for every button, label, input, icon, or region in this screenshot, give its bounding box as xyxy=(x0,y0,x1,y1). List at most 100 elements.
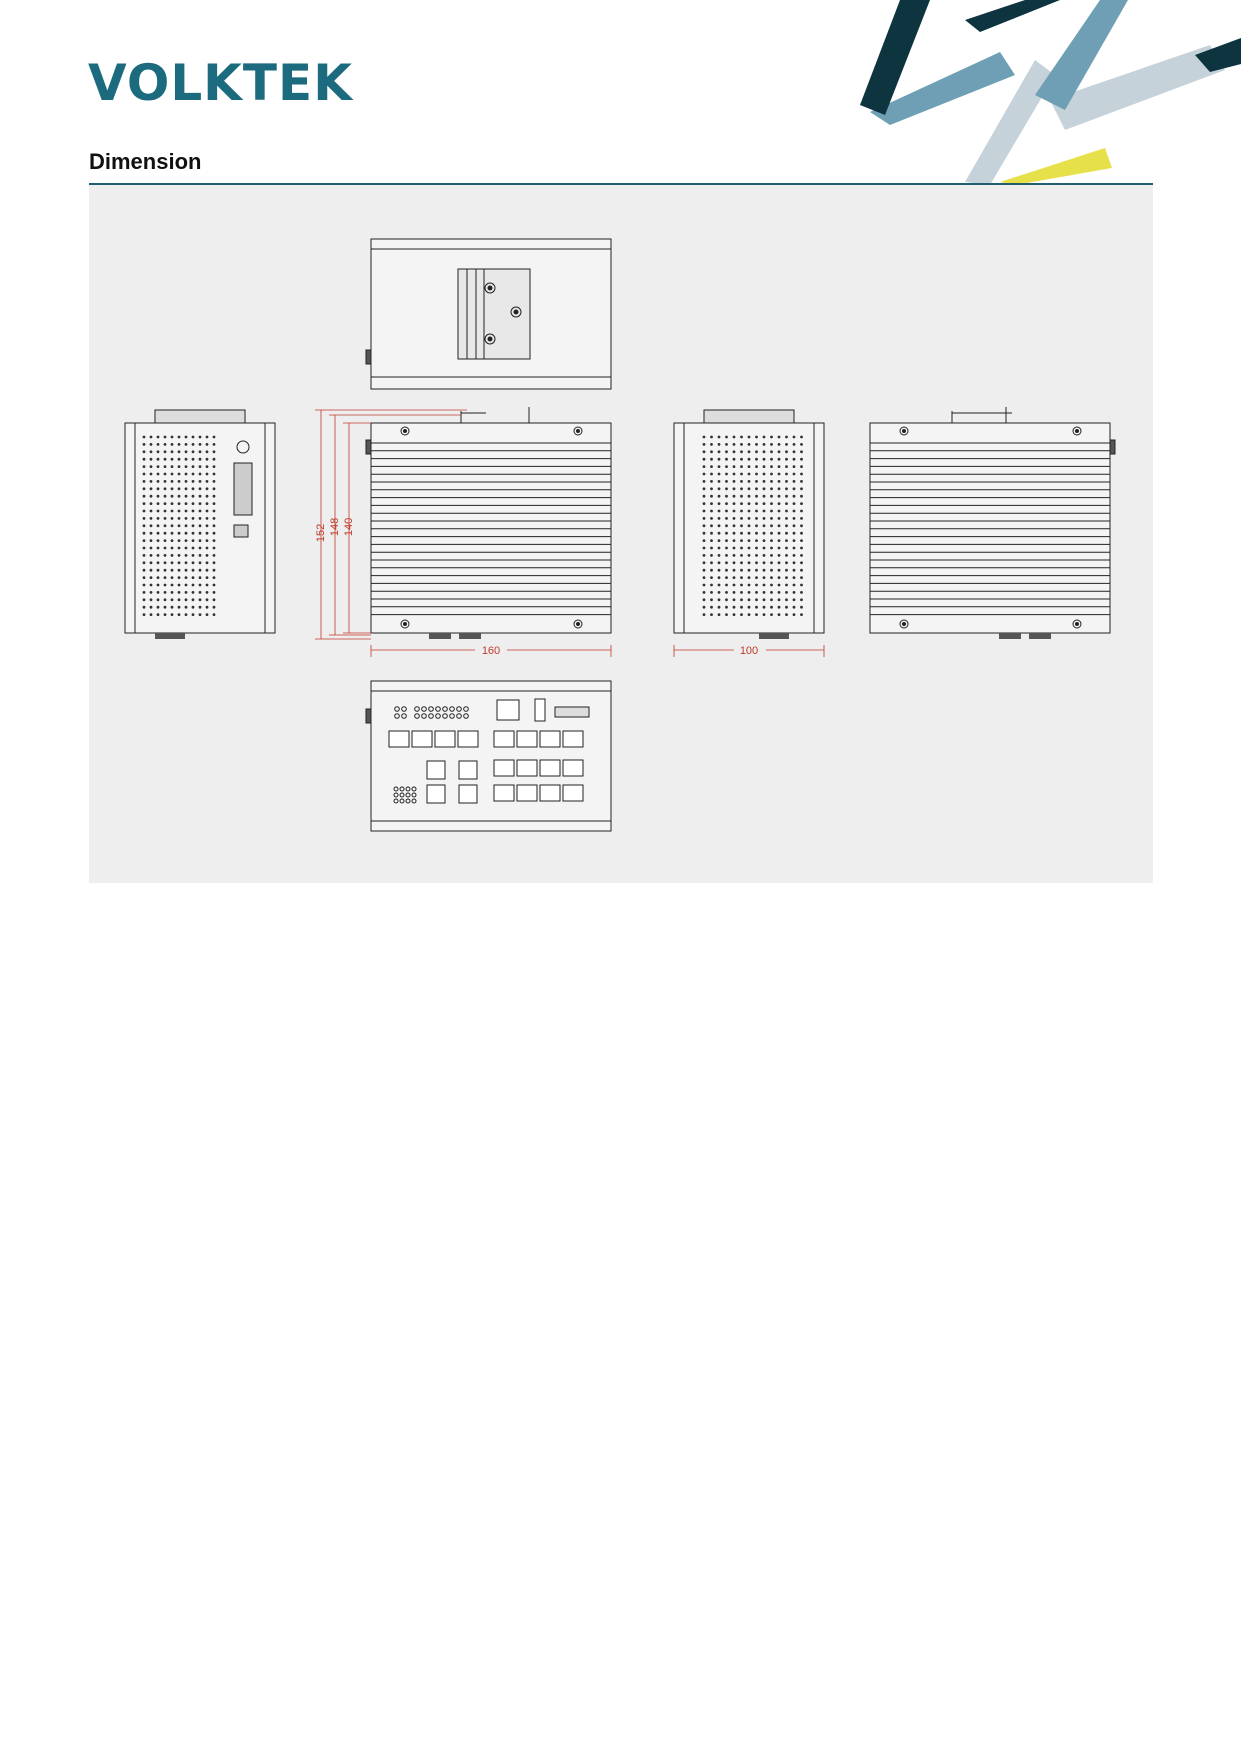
vent-hole xyxy=(149,480,153,483)
vent-hole xyxy=(142,435,146,439)
vent-hole xyxy=(163,591,167,594)
vent-hole xyxy=(732,576,736,579)
vent-hole xyxy=(740,450,743,454)
vent-hole xyxy=(777,472,781,476)
vent-hole xyxy=(191,524,195,528)
vent-hole xyxy=(785,554,788,557)
vent-hole xyxy=(163,494,167,498)
vent-hole xyxy=(198,443,202,446)
vent-hole xyxy=(142,443,146,446)
vent-hole xyxy=(177,546,181,550)
vent-hole xyxy=(163,605,167,609)
vent-hole xyxy=(198,435,202,439)
vent-hole xyxy=(702,531,706,535)
vent-hole xyxy=(702,465,706,468)
vent-hole xyxy=(149,450,153,454)
vent-hole xyxy=(170,472,174,476)
vent-hole xyxy=(212,531,216,535)
vent-hole xyxy=(177,568,181,572)
vent-hole xyxy=(762,502,766,505)
vent-hole xyxy=(755,517,758,520)
vent-hole xyxy=(732,531,736,535)
vent-hole xyxy=(800,613,803,616)
vent-hole xyxy=(156,502,160,505)
vent-hole xyxy=(755,502,758,505)
vent-hole xyxy=(777,591,781,594)
vent-hole xyxy=(755,539,758,542)
vent-hole xyxy=(717,465,721,468)
vent-hole xyxy=(184,517,188,520)
vent-hole xyxy=(740,465,743,468)
vent-hole xyxy=(800,480,803,483)
vent-hole xyxy=(785,531,788,535)
vent-hole xyxy=(747,531,751,535)
vent-hole xyxy=(785,494,788,498)
vent-hole xyxy=(702,494,706,498)
vent-hole xyxy=(177,487,181,491)
vent-hole xyxy=(156,472,160,476)
vent-hole xyxy=(702,472,706,476)
vent-hole xyxy=(762,613,766,616)
vent-hole xyxy=(725,568,728,572)
vent-hole xyxy=(212,494,216,498)
vent-hole xyxy=(212,605,216,609)
vent-hole xyxy=(142,494,146,498)
vent-hole xyxy=(170,465,174,468)
vent-hole xyxy=(762,443,766,446)
vent-hole xyxy=(702,539,706,542)
vent-hole xyxy=(770,472,773,476)
led-icon xyxy=(414,713,420,719)
screw-icon xyxy=(484,282,496,294)
vent-hole xyxy=(717,554,721,557)
vent-hole xyxy=(792,457,796,461)
vent-hole xyxy=(792,517,796,520)
vent-hole xyxy=(184,465,188,468)
vent-hole xyxy=(212,568,216,572)
vent-hole xyxy=(800,568,803,572)
vent-hole xyxy=(725,487,728,491)
vent-hole xyxy=(170,583,174,587)
vent-hole xyxy=(792,554,796,557)
vent-hole xyxy=(725,457,728,461)
led-icon xyxy=(449,713,455,719)
vent-hole xyxy=(800,517,803,520)
vent-hole xyxy=(205,524,209,528)
vent-hole xyxy=(740,487,743,491)
vent-hole xyxy=(762,487,766,491)
vent-hole xyxy=(762,531,766,535)
vent-hole xyxy=(770,591,773,594)
vent-hole xyxy=(163,598,167,602)
vent-hole xyxy=(142,591,146,594)
rj45-port-icon xyxy=(388,730,410,748)
vent-hole xyxy=(163,487,167,491)
vent-hole xyxy=(792,472,796,476)
vent-hole xyxy=(762,457,766,461)
vent-hole xyxy=(747,546,751,550)
vent-hole xyxy=(149,598,153,602)
vent-hole xyxy=(740,457,743,461)
vent-hole xyxy=(205,450,209,454)
led-icon xyxy=(463,713,469,719)
led-icon xyxy=(421,706,427,712)
vent-hole xyxy=(198,539,202,542)
vent-hole xyxy=(170,613,174,616)
vent-hole xyxy=(785,591,788,594)
vent-hole xyxy=(710,605,713,609)
vent-hole xyxy=(191,472,195,476)
vent-hole xyxy=(163,465,167,468)
vent-hole xyxy=(747,568,751,572)
vent-hole xyxy=(191,554,195,557)
vent-hole xyxy=(142,524,146,528)
vent-hole xyxy=(792,598,796,602)
led-icon xyxy=(393,798,399,804)
vent-hole xyxy=(177,598,181,602)
vent-hole xyxy=(777,568,781,572)
vent-hole xyxy=(785,517,788,520)
vent-hole xyxy=(156,605,160,609)
vent-hole xyxy=(770,524,773,528)
vent-hole xyxy=(156,450,160,454)
vent-hole xyxy=(755,613,758,616)
vent-hole xyxy=(732,494,736,498)
vent-hole xyxy=(205,554,209,557)
vent-hole xyxy=(198,480,202,483)
